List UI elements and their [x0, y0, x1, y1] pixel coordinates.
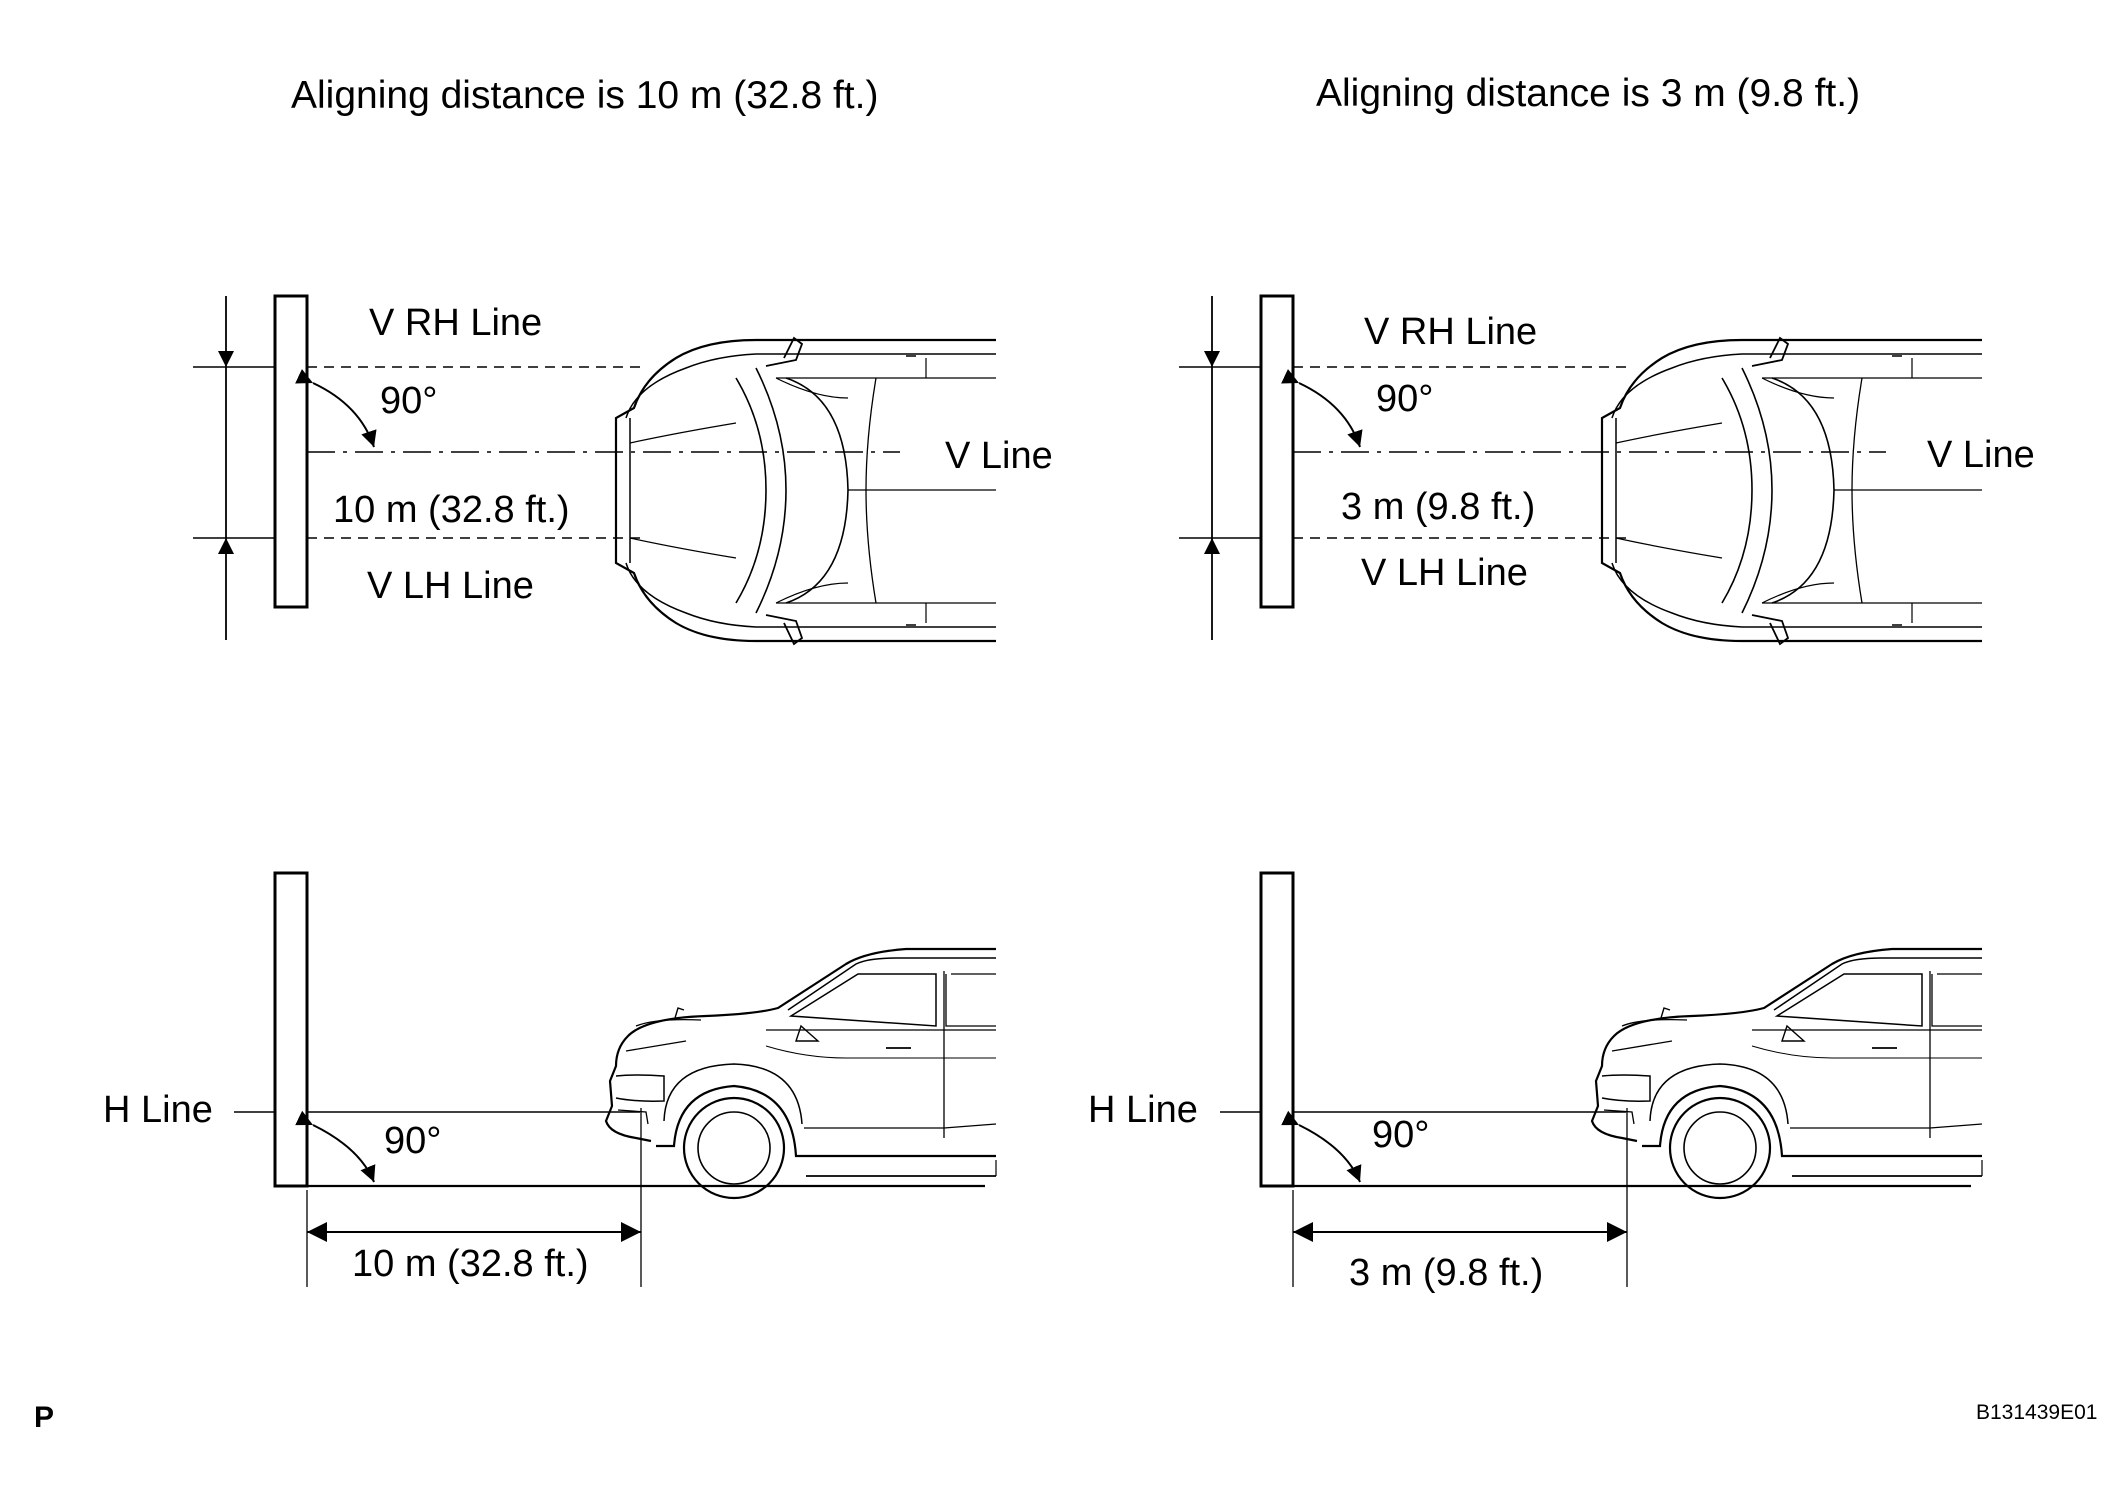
right-panel-title: Aligning distance is 3 m (9.8 ft.) [1316, 72, 1861, 115]
aiming-screen-right-side [1259, 871, 1295, 1188]
side-view-right [1220, 871, 1984, 1287]
angle-arc-right-side [1281, 1110, 1362, 1183]
angle-arc-left-top [295, 368, 377, 448]
left-side-angle-label: 90° [384, 1120, 442, 1162]
right-v-lh-line-label: V LH Line [1361, 552, 1528, 594]
car-side-view-right [1590, 947, 1984, 1200]
top-view-left [193, 294, 998, 646]
page-mark: P [34, 1401, 55, 1434]
aiming-screen-right-top [1259, 294, 1295, 609]
angle-arc-right-top [1281, 368, 1363, 448]
side-view-left [234, 871, 998, 1287]
aiming-screen-left-side [273, 871, 309, 1188]
right-h-line-label: H Line [1088, 1089, 1198, 1131]
right-top-distance-label: 3 m (9.8 ft.) [1341, 486, 1536, 528]
right-v-line-label: V Line [1927, 434, 2035, 476]
left-top-angle-label: 90° [380, 380, 438, 422]
left-panel-title: Aligning distance is 10 m (32.8 ft.) [291, 74, 879, 117]
angle-arc-left-side [295, 1110, 376, 1183]
top-view-right [1179, 294, 1984, 646]
left-v-rh-line-label: V RH Line [369, 302, 543, 344]
figure-code: B131439E01 [1976, 1401, 2098, 1424]
left-top-distance-label: 10 m (32.8 ft.) [333, 489, 570, 531]
car-top-view-left [614, 336, 998, 646]
left-v-line-label: V Line [945, 435, 1053, 477]
left-h-line-label: H Line [103, 1089, 213, 1131]
car-top-view-right [1600, 336, 1984, 646]
aiming-screen-left-top [273, 294, 309, 609]
left-v-lh-line-label: V LH Line [367, 565, 534, 607]
right-top-angle-label: 90° [1376, 378, 1434, 420]
right-v-rh-line-label: V RH Line [1364, 311, 1538, 353]
right-side-distance-label: 3 m (9.8 ft.) [1349, 1252, 1544, 1294]
left-side-distance-label: 10 m (32.8 ft.) [352, 1243, 589, 1285]
car-side-view-left [604, 947, 998, 1200]
right-side-angle-label: 90° [1372, 1114, 1430, 1156]
